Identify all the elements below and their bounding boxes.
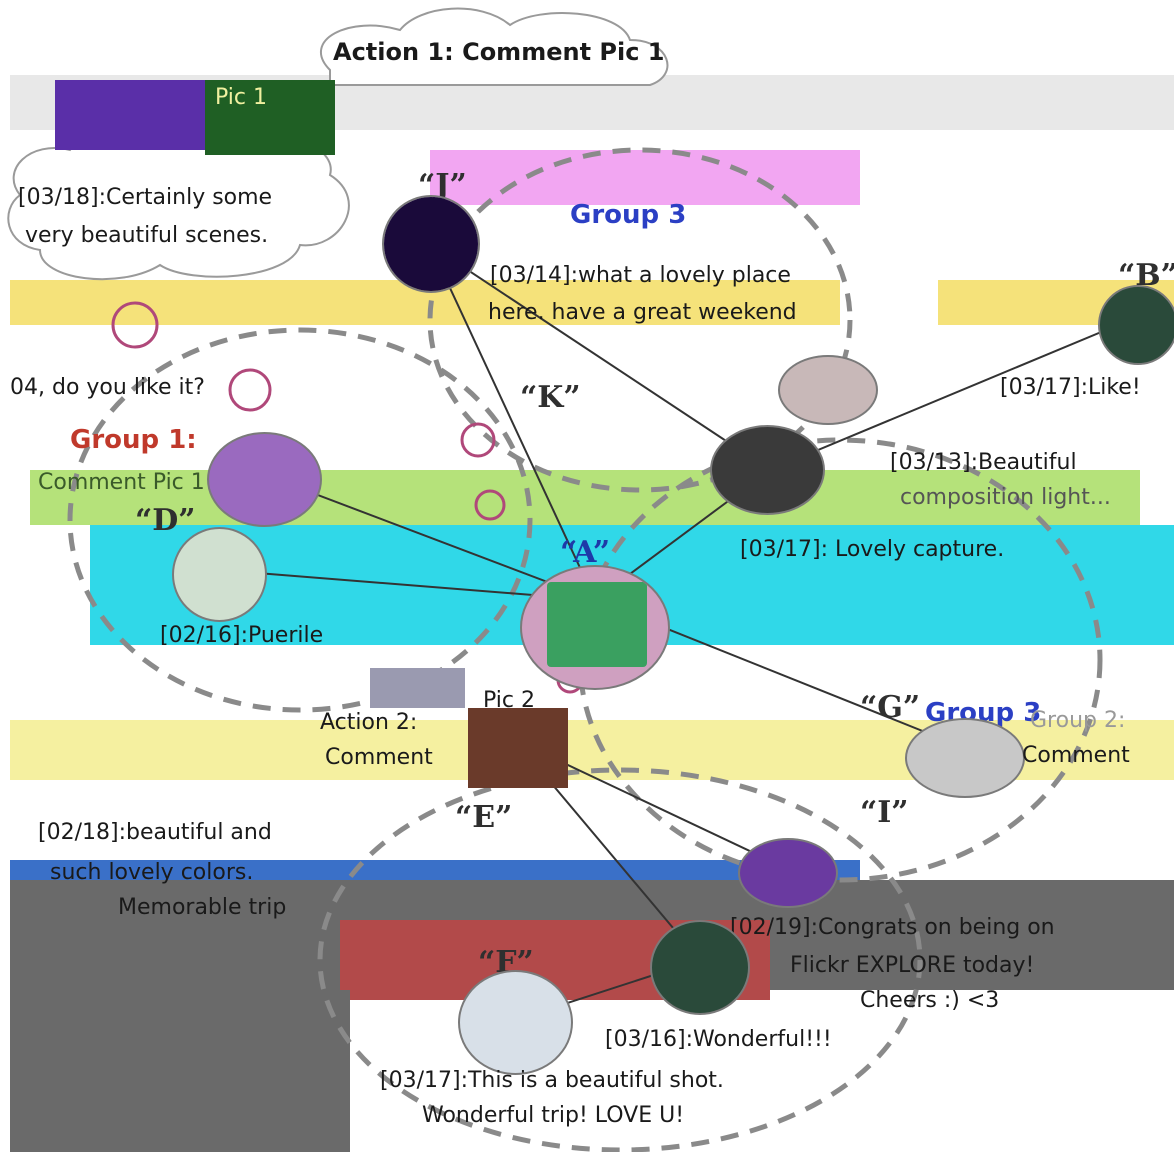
- node-a-label: “A”: [560, 535, 611, 570]
- band-white-right: [980, 990, 1174, 1152]
- pic2-label: Pic 2: [483, 688, 535, 713]
- group2-label-line2: Comment: [1022, 743, 1130, 768]
- link-circle-1: [111, 301, 159, 349]
- edge-j-a: [429, 244, 596, 601]
- group3-ellipse: [427, 147, 853, 493]
- comment-7: [02/16]:Puerile: [160, 623, 324, 648]
- pic2-thumbnail-b: [468, 708, 568, 788]
- diagram-title: Action 1: Comment Pic 1: [333, 38, 665, 66]
- node-k-label: “K”: [520, 380, 581, 415]
- group1-ellipse: [67, 327, 533, 713]
- node-k2-avatar: [778, 355, 878, 425]
- node-f-avatar: [458, 970, 573, 1075]
- node-a-avatar: [520, 565, 670, 690]
- comment-5-line2: composition light...: [900, 485, 1111, 510]
- node-i-avatar: [738, 838, 838, 908]
- comment-12-line1: [03/17]:This is a beautiful shot.: [380, 1068, 724, 1093]
- node-e2-avatar: [650, 920, 750, 1015]
- link-circle-4: [474, 489, 506, 521]
- pic1-label: Pic 1: [215, 85, 267, 110]
- comment-1-line2: very beautiful scenes.: [25, 223, 269, 248]
- node-d-label: “D”: [135, 503, 196, 538]
- action2-label-line1: Action 2:: [320, 710, 418, 735]
- node-g-label: “G”: [860, 690, 921, 725]
- comment-4: 04, do you like it?: [10, 375, 205, 400]
- comment-1-line1: [03/18]:Certainly some: [18, 185, 273, 210]
- pic1-thumbnail: [55, 80, 205, 150]
- node-b-avatar: [1098, 285, 1174, 365]
- link-circle-2: [228, 368, 272, 412]
- node-d-avatar: [172, 527, 267, 622]
- edge-j-k: [429, 244, 771, 471]
- pic1-thumbnail-green: [205, 80, 335, 155]
- group1-label-line2: Comment Pic 1: [38, 470, 205, 495]
- comment-9: Memorable trip: [118, 895, 287, 920]
- comment-3: [03/17]:Like!: [1000, 375, 1141, 400]
- comment-11: [03/16]:Wonderful!!!: [605, 1027, 832, 1052]
- comment-2-line2: here. have a great weekend: [488, 300, 797, 325]
- band-pink: [430, 150, 860, 205]
- group-bottom-ellipse: [317, 767, 923, 1152]
- action2-label-line2: Comment: [325, 745, 433, 770]
- group1-label-line1: Group 1:: [70, 425, 197, 455]
- node-e-label: “E”: [455, 800, 513, 835]
- comment-10-line3: Cheers :) <3: [860, 988, 1000, 1013]
- node-k-avatar: [710, 425, 825, 515]
- comment-10-line1: [02/19]:Congrats on being on: [730, 915, 1055, 940]
- title-cloud: [320, 7, 669, 86]
- comment-12-line2: Wonderful trip! LOVE U!: [422, 1103, 685, 1128]
- node-i-label: “I”: [860, 795, 909, 830]
- comment-6: [03/17]: Lovely capture.: [740, 537, 1005, 562]
- comment-2-line1: [03/14]:what a lovely place: [490, 263, 791, 288]
- comment-8-line1: [02/18]:beautiful and: [38, 820, 272, 845]
- group3-label: Group 3: [570, 200, 687, 230]
- link-circle-3: [460, 422, 496, 458]
- node-j-avatar: [382, 195, 480, 293]
- band-gray-bottom: [10, 990, 350, 1152]
- comment-8-line2: such lovely colors.: [50, 860, 254, 885]
- edge-b-k: [769, 319, 1131, 471]
- band-white-bottom: [350, 1000, 980, 1152]
- pic2-thumbnail: [370, 668, 465, 708]
- edge-g1-a: [264, 474, 596, 601]
- group2-label-line1: Group 2:: [1030, 708, 1126, 733]
- comment-5-line1: [03/13]:Beautiful: [890, 450, 1077, 475]
- node-g-avatar: [905, 718, 1025, 798]
- comment-10-line2: Flickr EXPLORE today!: [790, 953, 1035, 978]
- group1-node-avatar: [207, 432, 322, 527]
